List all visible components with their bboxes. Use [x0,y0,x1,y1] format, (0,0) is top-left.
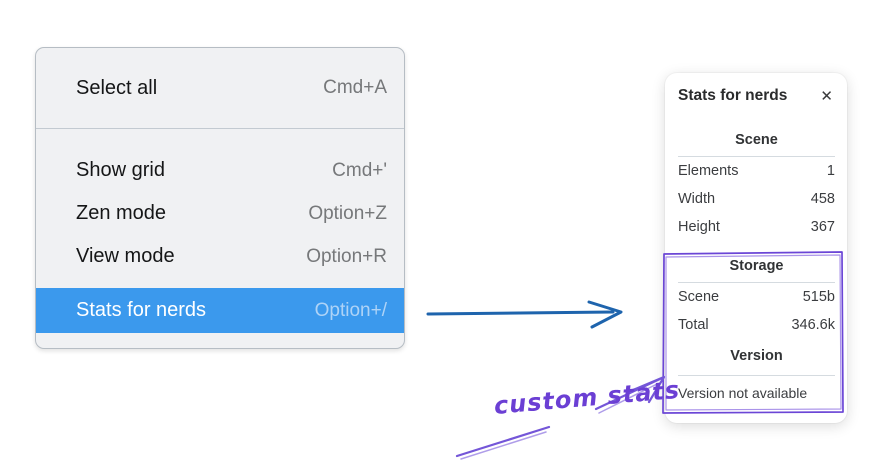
blue-arrow [426,300,623,329]
menu-item-label: Zen mode [76,202,167,224]
menu-item-shortcut: Option+Z [308,202,387,224]
close-icon[interactable]: ✕ [820,87,833,105]
menu-group: Show grid Cmd+' Zen mode Option+Z View m… [36,129,404,333]
stats-panel-header: Stats for nerds ✕ [678,86,835,106]
stat-value: 367 [810,219,835,235]
stat-row-storage-total: Total 346.6k [678,311,835,339]
menu-item-label: View mode [76,245,175,267]
menu-item-label: Select all [76,76,158,99]
menu-item-shortcut: Option+/ [314,299,387,321]
menu-item-show-grid[interactable]: Show grid Cmd+' [36,149,404,192]
custom-stats-annotation: custom stats [492,375,682,420]
menu-item-stats-for-nerds[interactable]: Stats for nerds Option+/ [36,288,404,333]
scene-section-heading: Scene [735,132,778,148]
menu-item-shortcut: Cmd+' [332,159,387,181]
menu-item-select-all[interactable]: Select all Cmd+A [36,48,404,128]
menu-item-label: Stats for nerds [76,299,207,321]
stat-value: 515b [802,289,835,305]
stat-value: 458 [810,191,835,207]
stat-label: Height [678,219,720,235]
context-menu: Select all Cmd+A Show grid Cmd+' Zen mod… [35,47,405,349]
stat-label: Total [678,317,709,333]
section-divider [678,156,835,157]
stat-label: Width [678,191,716,207]
stat-row-width: Width 458 [678,185,835,213]
stat-row-elements: Elements 1 [678,157,835,185]
stat-value: 346.6k [791,317,835,333]
menu-item-label: Show grid [76,159,165,181]
stat-row-height: Height 367 [678,213,835,241]
stat-value: 1 [826,163,835,179]
stat-label: Elements [678,163,739,179]
stats-panel: Stats for nerds ✕ Scene Elements 1 Width… [665,73,847,423]
menu-divider [36,128,404,129]
menu-item-shortcut: Cmd+A [323,77,387,98]
version-section-heading: Version [730,348,783,364]
stat-label: Scene [678,289,720,305]
stats-panel-title: Stats for nerds [678,87,788,104]
menu-gap [36,278,404,288]
menu-item-shortcut: Option+R [306,245,387,267]
menu-item-view-mode[interactable]: View mode Option+R [36,235,404,278]
storage-section-heading: Storage [729,258,784,274]
stat-row-storage-scene: Scene 515b [678,283,835,311]
version-note: Version not available [678,385,808,401]
menu-item-zen-mode[interactable]: Zen mode Option+Z [36,192,404,235]
